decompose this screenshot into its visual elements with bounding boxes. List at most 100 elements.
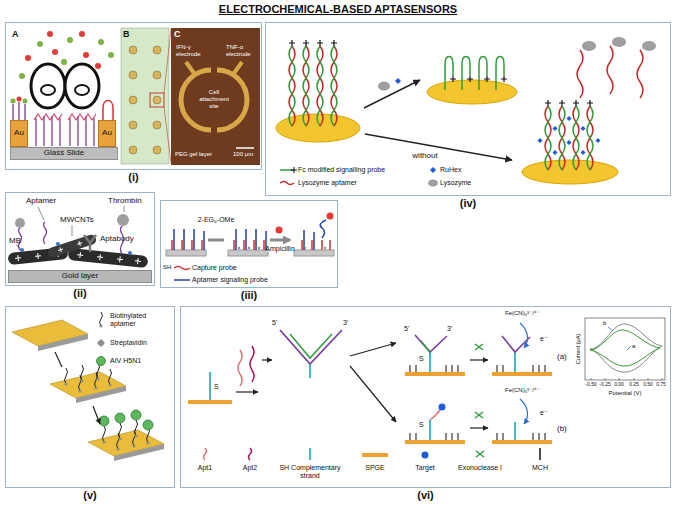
cell-capture-illustration — [19, 73, 25, 79]
mwcnt-sensor-illustration — [57, 240, 82, 252]
cell-capture-illustration — [75, 85, 89, 95]
legend-samples-vi — [476, 451, 484, 457]
ampicillin-sensor-illustration — [166, 250, 206, 256]
legend-samples-iv — [291, 167, 297, 173]
lysozyme-sensor-illustration — [596, 138, 601, 143]
redox-probe-label: Fe(CN)₆³⁻/⁴⁻ — [505, 387, 540, 394]
exonuclease-sensor-illustration — [188, 323, 552, 444]
mwcnt-sensor-illustration — [128, 251, 132, 255]
panel-label: (ii) — [73, 287, 86, 299]
cell-capture-illustration — [36, 116, 94, 146]
part-label: Aptabody — [100, 234, 134, 243]
lysozyme-sensor-illustration — [289, 46, 295, 126]
cyclic-voltammogram — [585, 318, 665, 380]
group-label: SH — [163, 264, 171, 271]
avian-influenza-sensor-illustration — [79, 375, 82, 391]
exonuclease-sensor-illustration — [429, 420, 431, 440]
legend-text: Biotinylated aptamer — [110, 312, 168, 328]
tick-label: -0.50 — [585, 382, 596, 388]
axis-title: Current (μA) — [575, 334, 581, 364]
avian-influenza-sensor-illustration — [108, 383, 111, 386]
legend-text: Lysozyme aptamer — [298, 179, 357, 187]
legend-text: SH Complementary strand — [277, 464, 343, 480]
curve-label: b — [603, 320, 606, 327]
arrow-note: without — [411, 151, 438, 160]
strand-end-label: 5' — [404, 325, 409, 333]
legend-samples-iv — [430, 167, 436, 173]
mwcnt-sensor-illustration — [84, 235, 96, 252]
legend-text: Apt1 — [198, 464, 212, 472]
cell-capture-illustration — [61, 59, 67, 65]
lysozyme-sensor-illustration — [607, 46, 613, 94]
mwcnt-sensor-illustration — [68, 248, 149, 268]
lysozyme-sensor-illustration — [577, 50, 583, 98]
electrode-array-photo — [129, 96, 137, 104]
mwcnt-sensor-illustration — [56, 242, 60, 246]
avian-influenza-sensor-illustration — [115, 413, 125, 423]
cell-capture-illustration — [108, 52, 114, 58]
electrode-label: IFN-γ electrode — [176, 44, 210, 58]
exonuclease-sensor-illustration — [350, 366, 396, 422]
exonuclease-sensor-illustration — [238, 350, 242, 386]
avian-influenza-sensor-illustration — [118, 437, 121, 440]
cell-capture-illustration — [17, 97, 22, 102]
exonuclease-sensor-illustration — [421, 341, 430, 352]
reagent-label: 2-EG₆-OMe — [198, 216, 235, 224]
avian-influenza-sensor-illustration — [81, 365, 84, 381]
cell-capture-illustration — [25, 55, 31, 61]
lysozyme-sensor-illustration — [496, 57, 504, 91]
electrode-array-photo — [153, 46, 161, 54]
avian-influenza-sensor-illustration — [96, 377, 99, 380]
ampicillin-sensor-illustration — [304, 247, 306, 249]
box-label: Glass Slide — [44, 149, 84, 158]
ampicillin-sensor-illustration — [320, 220, 326, 238]
electrode-micrograph — [171, 28, 260, 165]
exonuclease-sensor-illustration — [475, 344, 483, 350]
avian-influenza-sensor-illustration — [133, 430, 136, 446]
ampicillin-sensor-illustration — [166, 213, 334, 257]
avian-influenza-sensor-illustration — [102, 440, 105, 443]
mwcnt-sensor-illustration — [68, 248, 149, 268]
exonuclease-sensor-illustration — [250, 346, 254, 382]
legend-samples-vi — [362, 453, 388, 457]
legend-samples-iii — [174, 267, 190, 270]
box-label: Au — [102, 129, 112, 138]
route-label: (a) — [557, 352, 567, 361]
panel-label: (iv) — [460, 197, 477, 209]
lysozyme-sensor-illustration — [331, 46, 337, 126]
ampicillin-sensor-illustration — [172, 240, 330, 250]
exonuclease-sensor-illustration — [415, 335, 447, 352]
mwcnt-sensor-illustration — [8, 206, 149, 268]
lysozyme-sensor-illustration — [553, 126, 558, 131]
subpanel-letter: A — [12, 29, 19, 39]
electrode-array-photo — [129, 46, 137, 54]
exonuclease-sensor-illustration — [430, 410, 440, 420]
tick-label: -0.25 — [599, 382, 610, 388]
ampicillin-sensor-illustration — [276, 227, 283, 234]
lysozyme-sensor-illustration — [545, 100, 593, 106]
avian-influenza-sensor-illustration — [65, 363, 150, 449]
cell-capture-illustration — [98, 39, 104, 45]
cell-capture-illustration — [83, 52, 89, 58]
avian-influenza-sensor-illustration — [131, 410, 141, 420]
cyclic-voltammogram — [608, 327, 631, 350]
legend-samples-vi — [204, 448, 207, 460]
lysozyme-sensor-illustration — [317, 46, 323, 126]
electrode-array-photo — [129, 146, 137, 154]
lysozyme-sensor-illustration — [445, 57, 453, 91]
exonuclease-sensor-illustration — [280, 330, 342, 364]
lysozyme-sensor-illustration — [567, 116, 572, 121]
cell-capture-illustration — [23, 99, 28, 104]
avian-influenza-sensor-illustration — [99, 410, 153, 430]
lysozyme-sensor-illustration — [317, 46, 323, 126]
exonuclease-sensor-illustration — [520, 323, 527, 348]
sulfur-label: S — [419, 355, 424, 363]
legend-samples-v — [97, 312, 106, 366]
mwcnt-sensor-illustration — [44, 222, 47, 244]
lysozyme-sensor-illustration — [612, 37, 626, 47]
lysozyme-sensor-illustration — [538, 138, 543, 143]
exonuclease-sensor-illustration — [209, 372, 211, 400]
panel-label: (iii) — [241, 289, 258, 301]
lysozyme-sensor-illustration — [365, 134, 512, 160]
